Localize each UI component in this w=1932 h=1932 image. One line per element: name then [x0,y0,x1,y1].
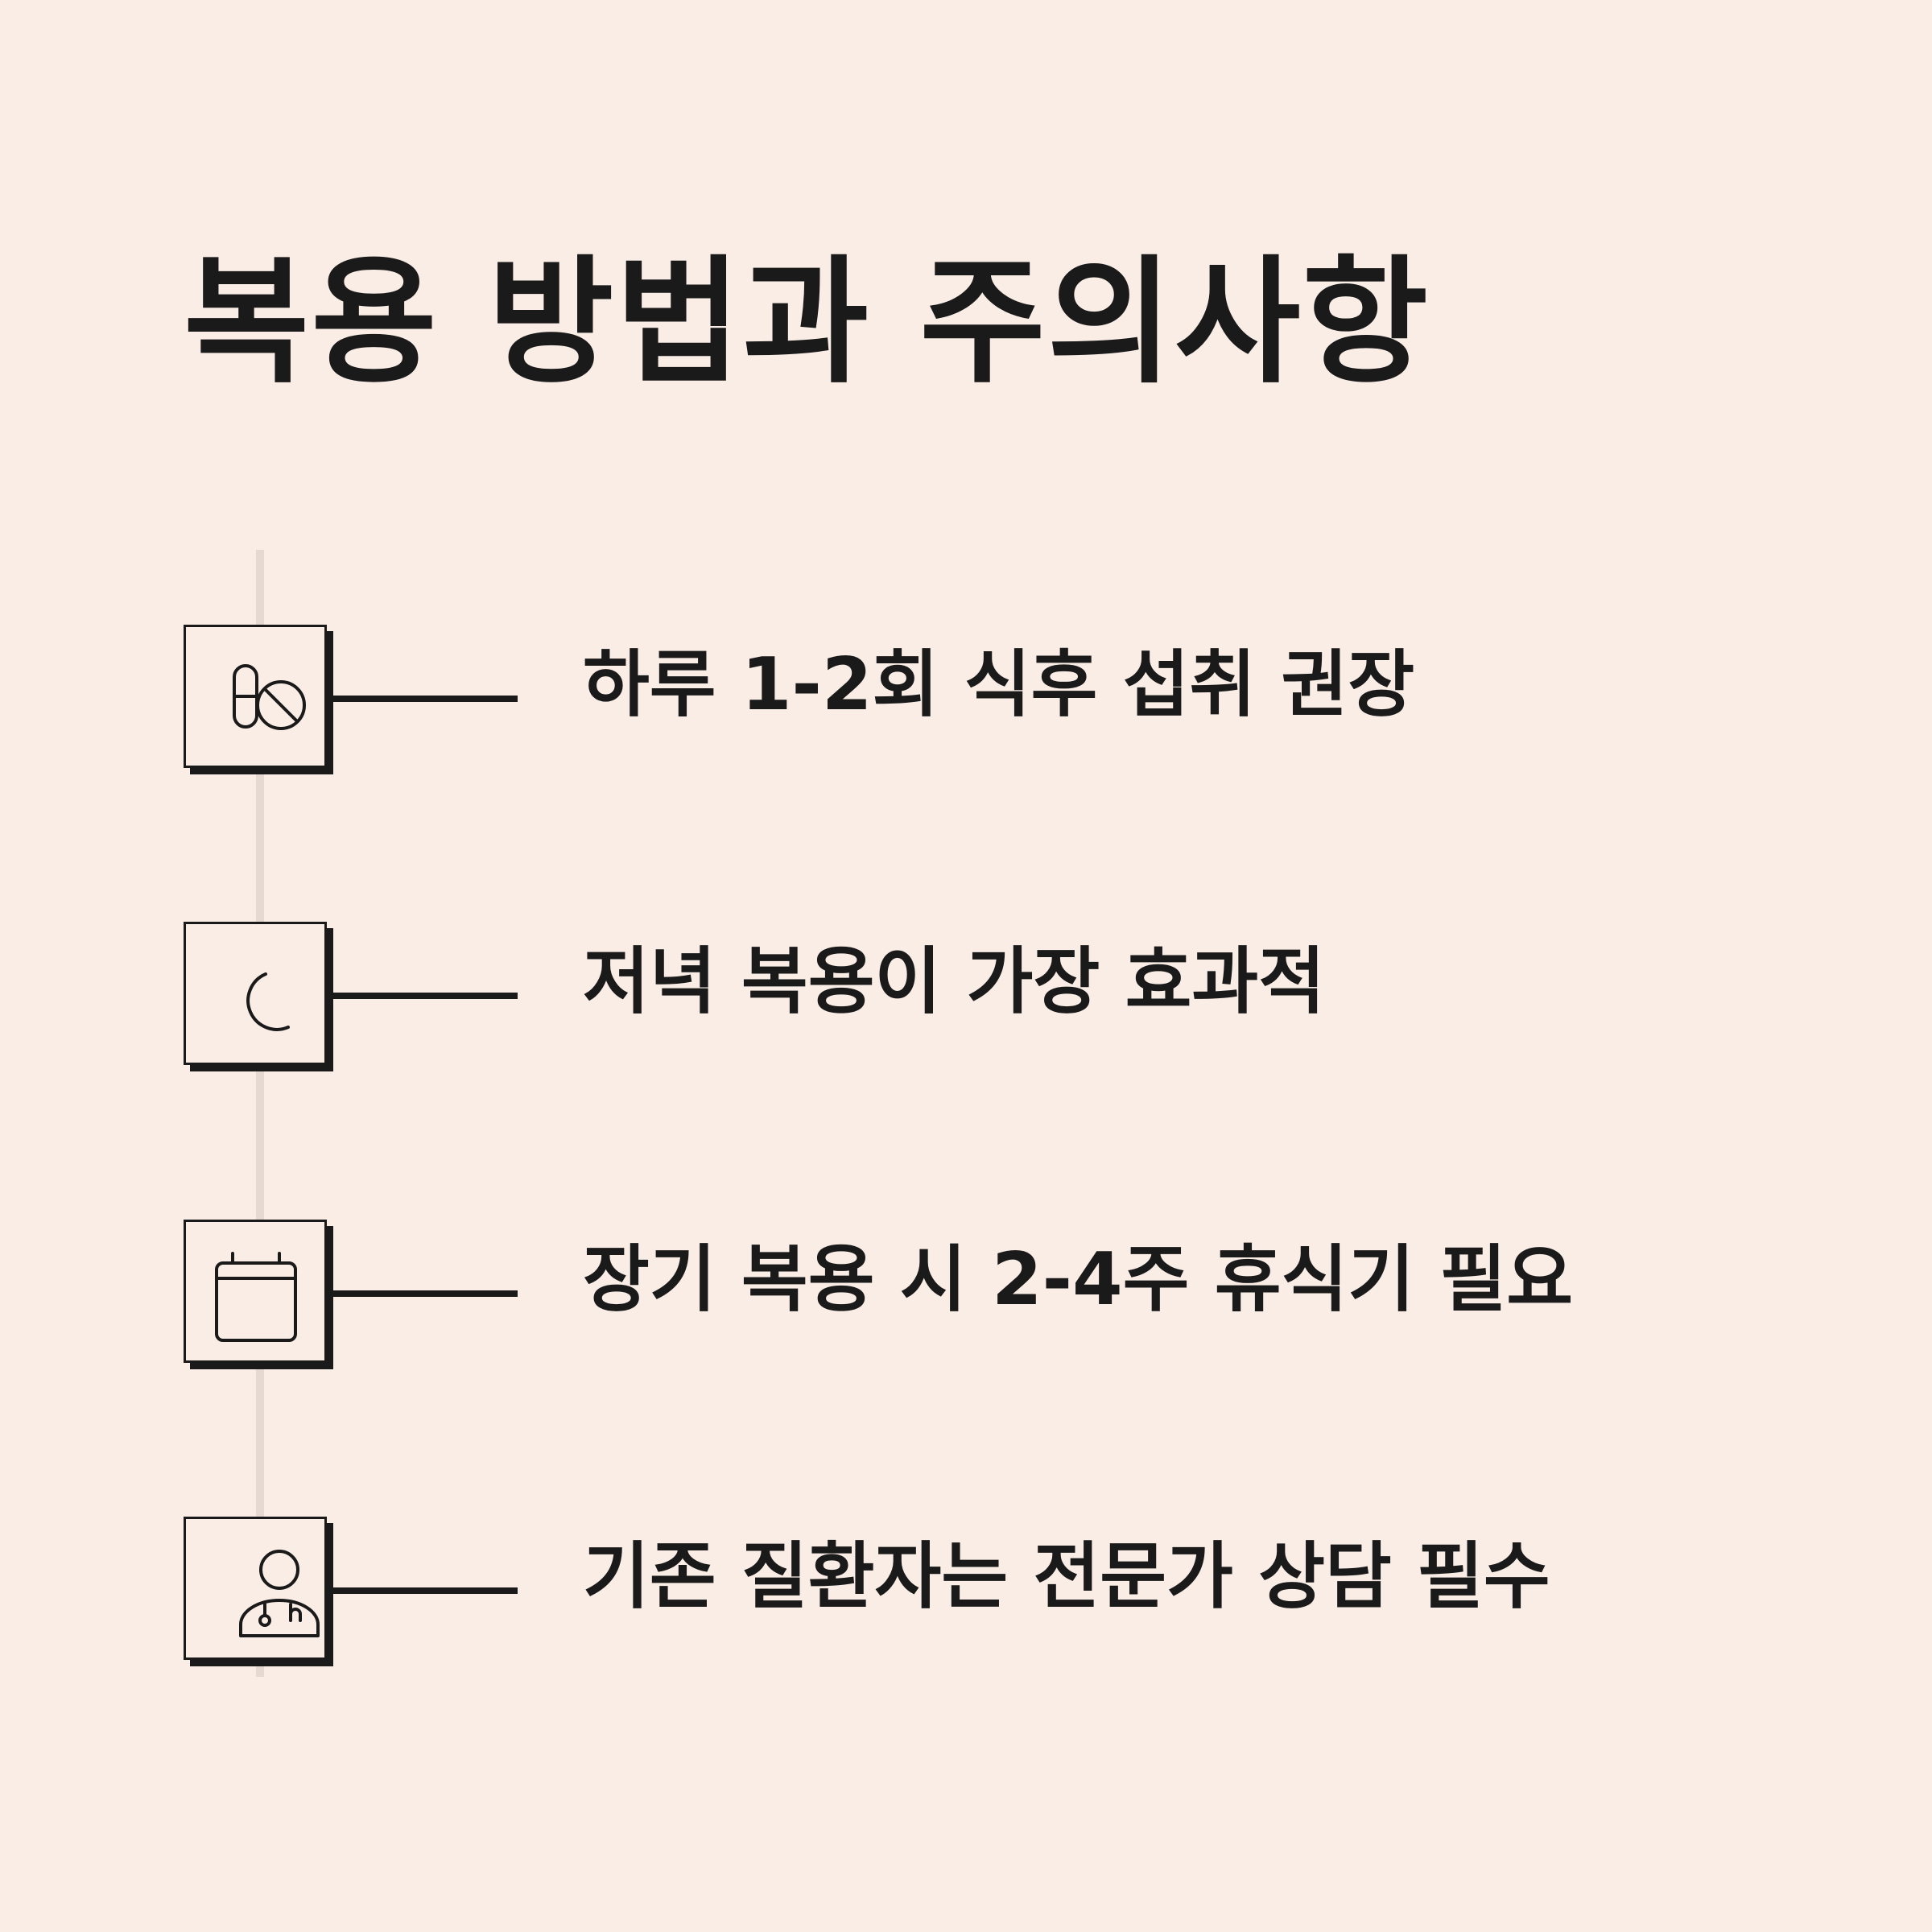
list-item-rest-period: 장기 복용 시 2-4주 휴식기 필요 [0,1220,1932,1373]
timeline-spine [256,550,264,1677]
item-text: 하루 1-2회 식후 섭취 권장 [583,642,1415,727]
icon-box [184,1517,327,1660]
list-item-dosage: 하루 1-2회 식후 섭취 권장 [0,625,1932,778]
item-text: 기존 질환자는 전문가 상담 필수 [583,1534,1550,1619]
calendar-icon [215,1252,297,1342]
icon-box [184,922,327,1065]
item-text: 저녁 복용이 가장 효과적 [583,939,1325,1024]
list-item-evening: 저녁 복용이 가장 효과적 [0,922,1932,1075]
icon-box [184,1220,327,1363]
moon-icon [246,972,290,1031]
connector-line [333,696,518,702]
connector-line [333,993,518,999]
list-item-consultation: 기존 질환자는 전문가 상담 필수 [0,1517,1932,1670]
pill-icon [233,664,306,730]
doctor-icon [239,1550,320,1637]
icon-box [184,625,327,768]
item-text: 장기 복용 시 2-4주 휴식기 필요 [583,1237,1574,1322]
connector-line [333,1587,518,1594]
connector-line [333,1290,518,1297]
page-title: 복용 방법과 주의사항 [184,243,1430,402]
